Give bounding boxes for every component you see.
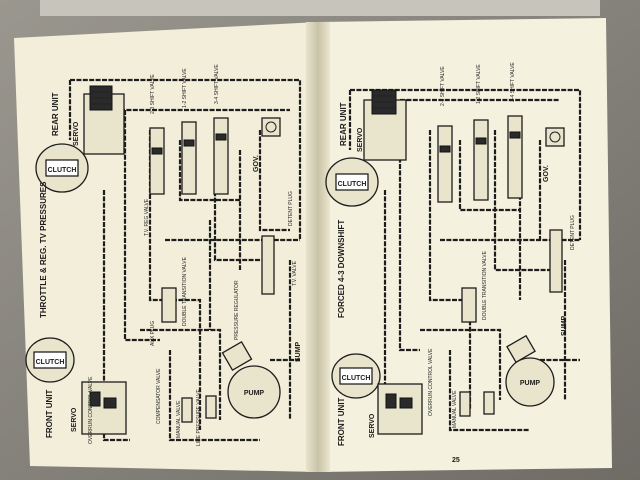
right-rear-clutch-label: CLUTCH: [338, 181, 367, 188]
right-pump: [505, 357, 555, 407]
right-detent-plug-label: DETENT PLUG: [570, 215, 576, 250]
book-spine: [306, 22, 330, 472]
left-tv-valve-label: T.V. VALVE: [292, 260, 298, 286]
left-rear-clutch-label: CLUTCH: [48, 167, 77, 174]
right-manual-valve-label: MANUAL VALVE: [452, 390, 458, 428]
right-rear-unit-label: REAR UNIT: [339, 102, 348, 146]
left-compensator-label: COMPENSATOR VALVE: [156, 368, 162, 424]
right-page-number: 25: [452, 457, 460, 464]
left-shift-34-label: 3-4 SHIFT VALVE: [214, 64, 220, 104]
right-governor: [545, 127, 565, 147]
left-pump-label: PUMP: [244, 390, 265, 397]
right-shift-valve-12: [473, 119, 489, 201]
right-shift-23-label: 2-3 SHIFT VALVE: [440, 66, 446, 106]
left-front-clutch-label: CLUTCH: [36, 359, 65, 366]
left-gov-label: GOV.: [253, 155, 260, 172]
left-aux-plug-label: AUX PLUG: [150, 321, 156, 346]
left-front-unit-label: FRONT UNIT: [45, 389, 54, 438]
left-detent-plug-label: DETENT PLUG: [288, 191, 294, 226]
left-governor: [261, 117, 281, 137]
left-sump-label: SUMP: [295, 341, 302, 362]
left-tv-reg-valve-label: T.V. REG VALVE: [144, 198, 150, 236]
left-shift-valve-34: [213, 117, 229, 195]
left-hydraulic-diagram: CLUTCH CLUTCH PUMP: [25, 78, 302, 442]
right-front-clutch-label: CLUTCH: [342, 375, 371, 382]
left-double-transition-valve: [161, 287, 177, 323]
right-sump-label: SUMP: [561, 315, 568, 336]
right-overrun-control-label: OVERRUN CONTROL VALVE: [428, 348, 434, 416]
right-front-clutch-box: [339, 367, 373, 385]
right-front-servo-label: SERVO: [369, 413, 376, 438]
right-shift-34-label: 3-4 SHIFT VALVE: [510, 62, 516, 102]
left-front-servo-label: SERVO: [71, 407, 78, 432]
left-shift-23-label: 2-3 SHIFT VALVE: [150, 74, 156, 114]
top-shelf: [40, 0, 600, 16]
right-pump-label: PUMP: [520, 380, 541, 387]
right-shift-12-label: 1-2 SHIFT VALVE: [476, 64, 482, 104]
left-shift-valve-23: [149, 127, 165, 195]
right-gov-label: GOV.: [543, 165, 550, 182]
left-pressure-regulator: [221, 340, 253, 372]
left-overrun-control-label: OVERRUN CONTROL VALVE: [88, 376, 94, 444]
left-rear-clutch-box: [45, 159, 79, 177]
left-rear-servo-label: SERVO: [73, 121, 80, 146]
right-front-servo: [377, 383, 423, 435]
left-pump: [227, 365, 281, 419]
right-double-transition-label: DOUBLE TRANSITION VALVE: [482, 250, 488, 320]
right-rear-servo-label: SERVO: [357, 127, 364, 152]
left-page-title: THROTTLE & REG. TV PRESSURES: [39, 181, 48, 318]
left-rear-unit-label: REAR UNIT: [51, 92, 60, 136]
right-detent-valve: [549, 229, 563, 293]
left-line-pressure-label: LINE PRESSURE VALVE: [196, 389, 202, 446]
left-pressure-regulator-label: PRESSURE REGULATOR: [234, 280, 240, 340]
right-shift-valve-34: [507, 115, 523, 199]
right-rear-clutch-box: [335, 173, 369, 191]
left-manual-valve-label: MANUAL VALVE: [176, 400, 182, 438]
right-shift-valve-23: [437, 125, 453, 203]
right-double-transition-valve: [461, 287, 477, 323]
right-page-title: FORCED 4-3 DOWNSHIFT: [337, 220, 346, 318]
right-front-unit-label: FRONT UNIT: [337, 397, 346, 446]
left-front-clutch-box: [33, 351, 67, 369]
left-shift-12-label: 1-2 SHIFT VALVE: [182, 68, 188, 108]
left-shift-valve-12: [181, 121, 197, 195]
left-double-transition-label: DOUBLE TRANSITION VALVE: [182, 256, 188, 326]
left-tv-valve: [261, 235, 275, 295]
right-hydraulic-diagram: CLUTCH CLUTCH PUMP: [325, 88, 582, 435]
